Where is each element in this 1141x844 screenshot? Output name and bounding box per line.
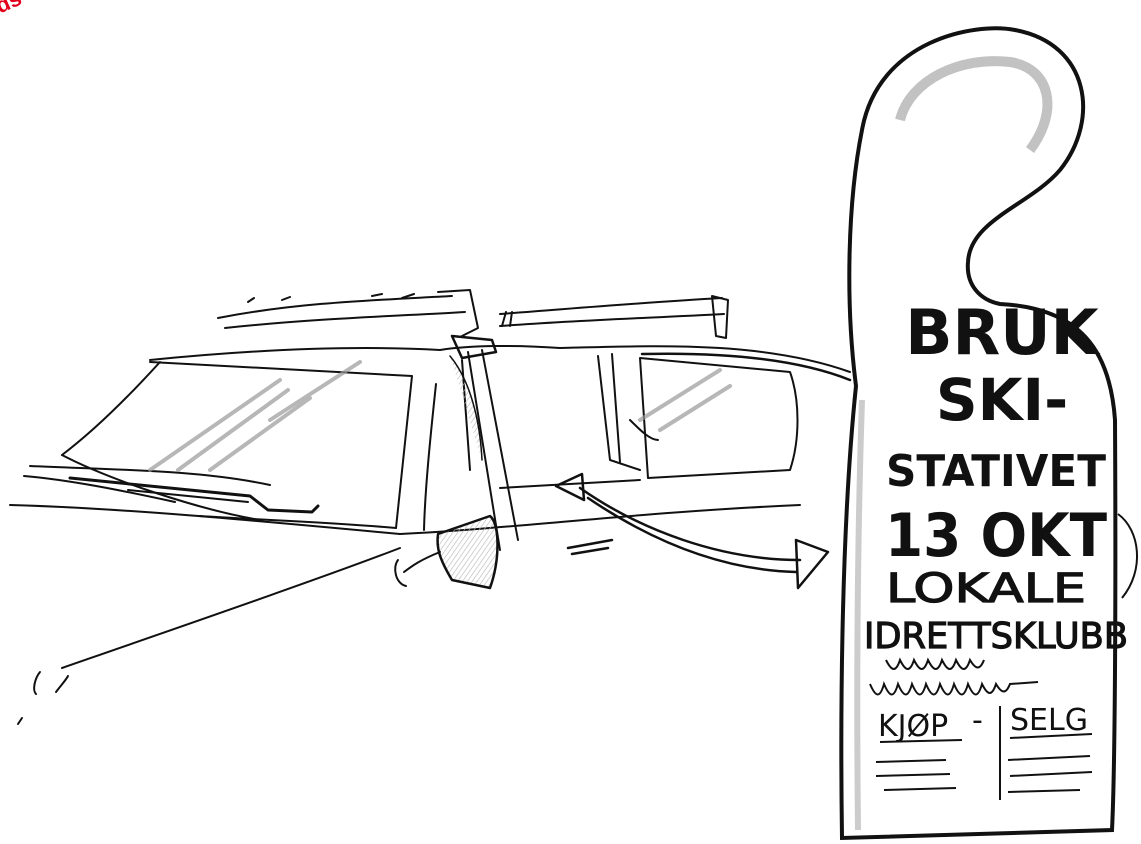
hanger-line-lokale: LOKALE <box>886 566 1086 612</box>
hanger-label-buy: KJØP <box>878 709 948 744</box>
window-shading <box>150 362 730 470</box>
roof-rack <box>218 290 728 338</box>
hanger-line-ski: SKI- <box>936 366 1068 434</box>
hanger-line-bruk: BRUK <box>905 296 1100 369</box>
hanger-label-sell: SELG <box>1010 703 1088 738</box>
hanger-dash: - <box>972 703 983 738</box>
hanger-line-date: 13 OKT <box>885 501 1107 571</box>
hanger-line-idrettsklubb: IDRETTSKLUBB <box>864 616 1128 657</box>
car-body <box>10 346 850 724</box>
hanger-line-stativet: STATIVET <box>886 446 1106 497</box>
door-hanger: BRUK SKI- STATIVET 13 OKT LOKALE IDRETTS… <box>841 28 1137 838</box>
car-sketch <box>10 290 850 724</box>
arrow-to-hanger <box>556 354 850 588</box>
